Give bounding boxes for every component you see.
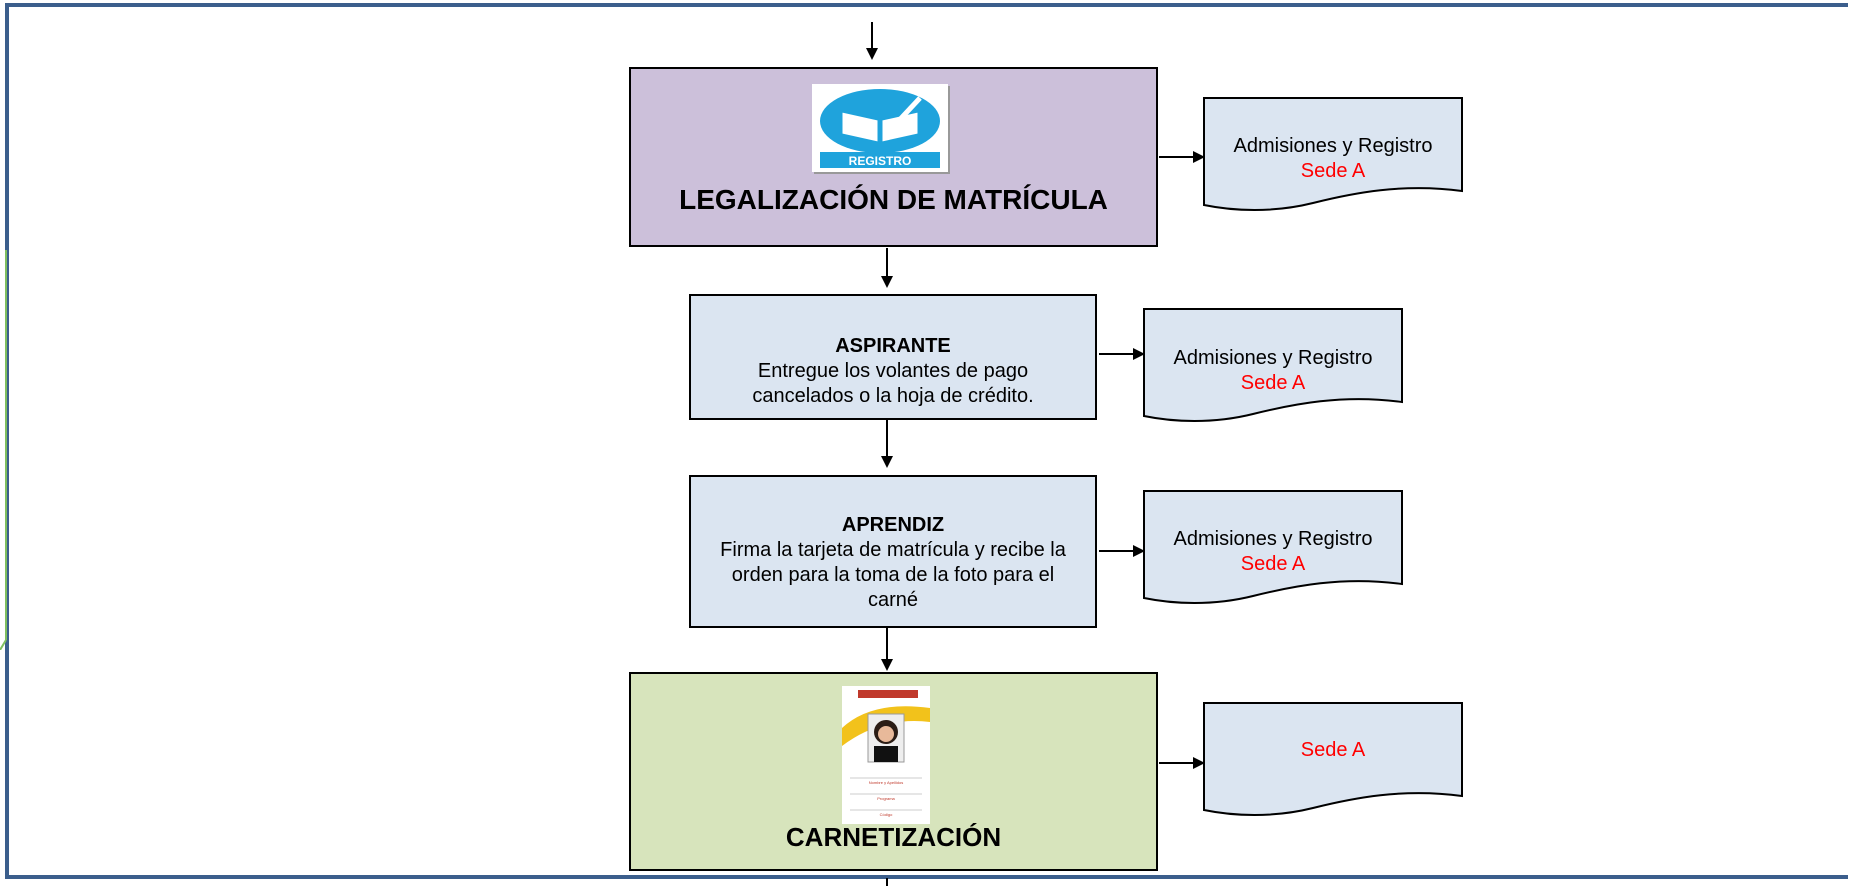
doc-3-line1: Admisiones y Registro bbox=[1173, 528, 1373, 550]
left-edge-decoration bbox=[0, 250, 7, 650]
doc-1-line2: Sede A bbox=[1300, 160, 1366, 182]
step-legalizacion-title: LEGALIZACIÓN DE MATRÍCULA bbox=[679, 184, 1108, 215]
registro-icon-label: REGISTRO bbox=[849, 154, 912, 168]
doc-4-line2: Sede A bbox=[1300, 739, 1366, 761]
card-line-code: Código bbox=[880, 812, 893, 817]
doc-1-line1: Admisiones y Registro bbox=[1233, 135, 1433, 157]
id-card-image: Nombre y Apellidos Programa Código bbox=[842, 686, 930, 824]
step-aspirante: ASPIRANTE Entregue los volantes de pago … bbox=[689, 294, 1097, 420]
doc-3-line2: Sede A bbox=[1240, 553, 1306, 575]
card-line-program: Programa bbox=[877, 796, 895, 801]
doc-sede-4: Sede A bbox=[1203, 702, 1463, 820]
step-aspirante-text: Entregue los volantes de pago cancelados… bbox=[752, 360, 1034, 407]
step-aprendiz: APRENDIZ Firma la tarjeta de matrícula y… bbox=[689, 475, 1097, 628]
step-aprendiz-heading: APRENDIZ bbox=[841, 514, 945, 536]
registro-icon: REGISTRO bbox=[812, 84, 948, 172]
step-carnetizacion-title: CARNETIZACIÓN bbox=[785, 822, 1002, 852]
doc-admisiones-3: Admisiones y Registro Sede A bbox=[1143, 490, 1403, 608]
doc-2-line2: Sede A bbox=[1240, 372, 1306, 394]
step-legalizacion: REGISTRO LEGALIZACIÓN DE MATRÍCULA bbox=[629, 67, 1158, 247]
doc-2-line1: Admisiones y Registro bbox=[1173, 347, 1373, 369]
step-carnetizacion: Nombre y Apellidos Programa Código CARNE… bbox=[629, 672, 1158, 871]
card-line-name: Nombre y Apellidos bbox=[869, 780, 903, 785]
step-aprendiz-text: Firma la tarjeta de matrícula y recibe l… bbox=[720, 539, 1066, 611]
doc-admisiones-1: Admisiones y Registro Sede A bbox=[1203, 97, 1463, 215]
doc-admisiones-2: Admisiones y Registro Sede A bbox=[1143, 308, 1403, 426]
step-aspirante-heading: ASPIRANTE bbox=[835, 335, 951, 357]
